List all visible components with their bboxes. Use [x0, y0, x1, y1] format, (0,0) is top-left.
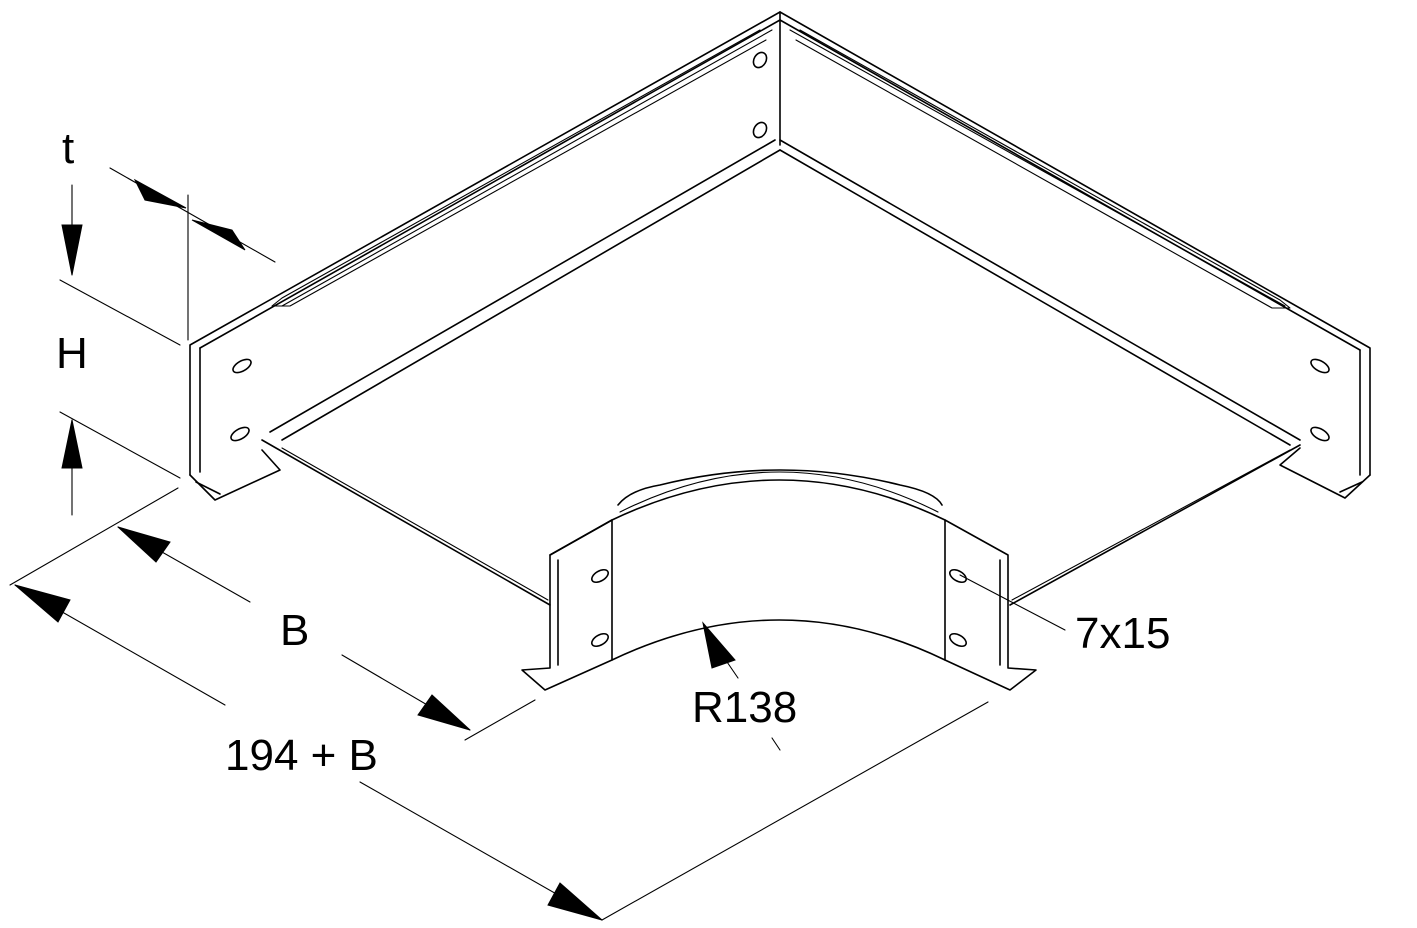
label-h: H	[56, 329, 88, 378]
label-radius: R138	[692, 683, 797, 732]
branch-curved-wall	[521, 469, 1037, 691]
slot-holes	[230, 51, 1330, 648]
back-right-wall	[779, 11, 1371, 499]
label-total-width: 194 + B	[225, 731, 378, 780]
label-b: B	[280, 606, 309, 655]
tray-floor	[261, 439, 1301, 606]
dimension-t	[61, 167, 276, 341]
dimension-radius	[702, 621, 781, 751]
label-slot-size: 7x15	[1075, 609, 1170, 658]
dimension-b	[9, 487, 536, 741]
dimension-total-width	[14, 584, 989, 921]
dimension-h	[59, 279, 181, 516]
slot-leader	[959, 574, 1066, 631]
label-t: t	[62, 124, 74, 173]
back-left-wall	[189, 11, 781, 501]
